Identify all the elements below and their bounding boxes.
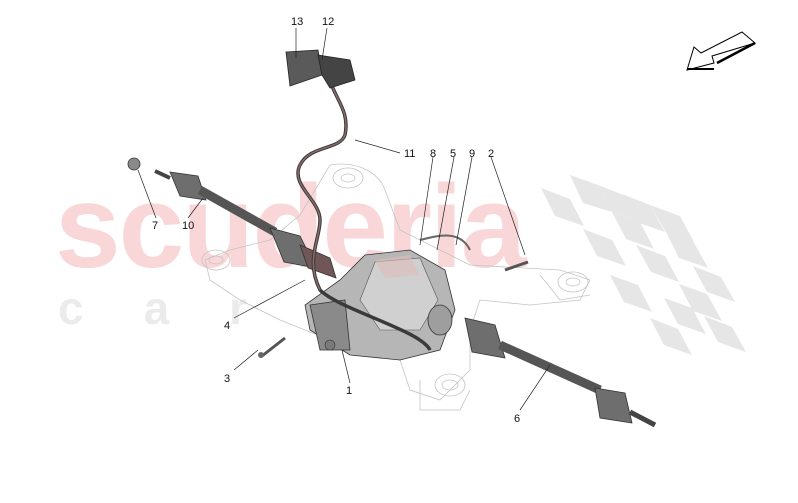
nut-7 bbox=[127, 157, 141, 171]
screw-3 bbox=[258, 336, 286, 358]
callout-9: 9 bbox=[469, 148, 476, 160]
callout-8: 8 bbox=[430, 148, 437, 160]
callout-13: 13 bbox=[291, 16, 304, 28]
direction-arrow-icon bbox=[686, 31, 757, 71]
callout-6: 6 bbox=[514, 413, 521, 425]
callout-10: 10 bbox=[182, 220, 195, 232]
subframe-outline bbox=[201, 163, 591, 411]
callout-4: 4 bbox=[224, 320, 231, 332]
wiring-harness bbox=[296, 74, 432, 352]
watermark-subtitle: cars bbox=[58, 282, 393, 334]
callout-12: 12 bbox=[322, 16, 335, 28]
rear-differential bbox=[304, 249, 456, 361]
watermark-brand: scuderia bbox=[55, 161, 526, 293]
right-axle-shaft bbox=[464, 317, 657, 428]
callout-7: 7 bbox=[152, 220, 159, 232]
screw-2 bbox=[504, 260, 529, 272]
callout-1: 1 bbox=[346, 385, 353, 397]
leader-lines bbox=[137, 27, 551, 411]
callout-11: 11 bbox=[404, 148, 416, 160]
callout-5: 5 bbox=[450, 148, 457, 160]
breather-pipe bbox=[419, 234, 471, 251]
callout-3: 3 bbox=[224, 373, 231, 385]
callout-2: 2 bbox=[488, 148, 495, 160]
control-unit bbox=[285, 49, 356, 89]
left-axle-shaft bbox=[127, 157, 337, 279]
